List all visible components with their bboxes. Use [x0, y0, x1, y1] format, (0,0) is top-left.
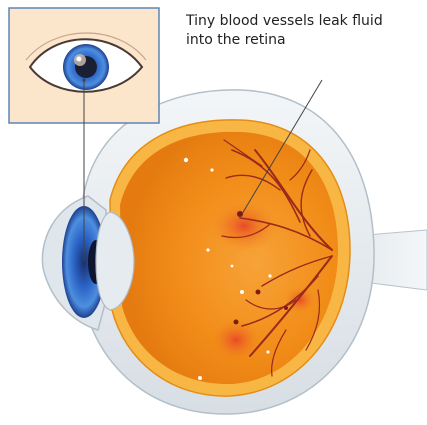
diagram-caption: Tiny blood vessels leak fluid into the r…: [186, 12, 426, 50]
hemorrhage-2: [210, 318, 262, 362]
